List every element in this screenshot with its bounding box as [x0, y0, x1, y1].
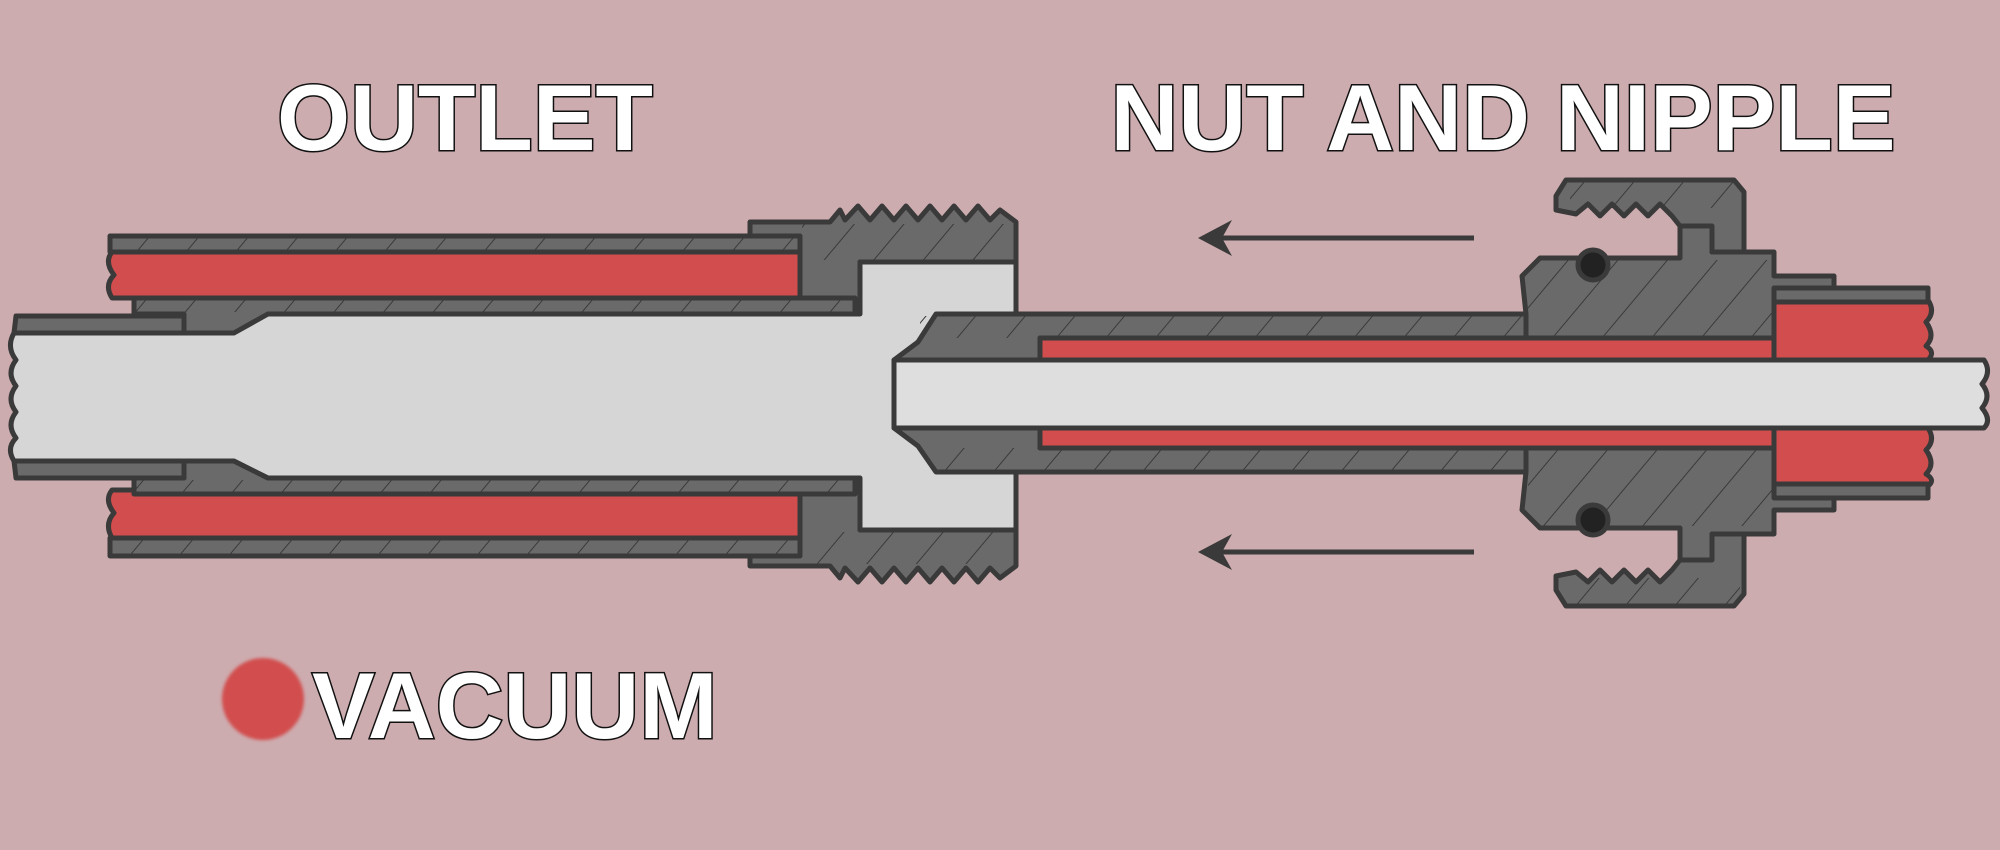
vacuum-legend-swatch	[222, 658, 304, 740]
outlet-vacuum-chamber-top	[106, 249, 803, 301]
nipple-inner-tube	[891, 357, 1990, 431]
outlet-vacuum-chamber-bottom	[106, 487, 803, 541]
nipple-vacuum-chamber-end-bottom	[1771, 425, 1934, 489]
outlet-label: OUTLET	[277, 65, 653, 170]
outlet-pipe-wall-top	[11, 313, 187, 336]
vacuum-legend-label: VACUUM	[312, 653, 718, 758]
outlet-pipe-wall-bottom	[11, 458, 187, 481]
o-ring-top	[1575, 247, 1611, 283]
nipple-vacuum-chamber-end-top	[1771, 297, 1934, 363]
nut-and-nipple-label: NUT AND NIPPLE	[1110, 65, 1895, 170]
insertion-arrow-top	[1198, 220, 1474, 256]
insertion-arrow-bottom	[1198, 534, 1474, 570]
legend: VACUUM	[222, 652, 719, 760]
outlet-bore	[8, 259, 1019, 533]
o-ring-bottom	[1575, 502, 1611, 538]
nut-and-nipple-assembly	[891, 177, 1990, 609]
nipple-vacuum-chamber-top	[1037, 335, 1779, 363]
outlet-assembly	[8, 203, 1019, 585]
nipple-vacuum-chamber-bottom	[1037, 425, 1779, 451]
